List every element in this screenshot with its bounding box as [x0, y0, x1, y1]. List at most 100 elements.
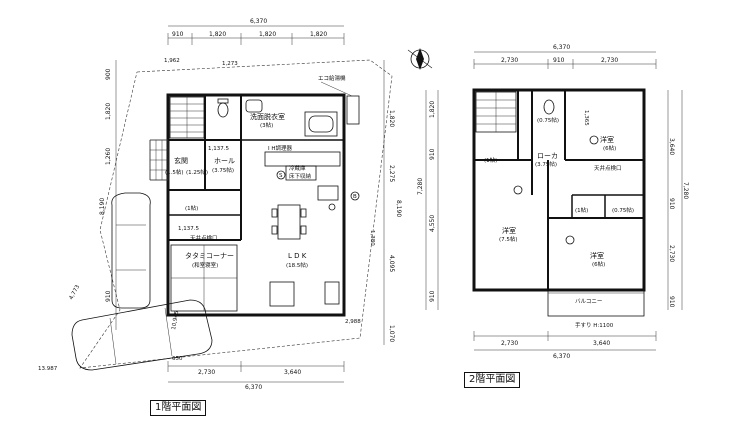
f2-dim-left-5: 910 [429, 290, 436, 302]
f1-dim-right-5: 1,070 [388, 325, 395, 342]
f1-misc-dim-5: 10,945 [171, 310, 180, 330]
f2-dim-right-3: 910 [668, 198, 675, 210]
f2-dim-right-4: 2,730 [668, 245, 675, 262]
loca-label: ローカ [537, 152, 558, 160]
hall-size: (3.75帖) [212, 166, 234, 174]
sofa-icon [324, 281, 340, 305]
entrance-label: 玄関 [174, 156, 188, 165]
f2-dim-left-4: 4,550 [429, 215, 436, 232]
f2-stairs [475, 91, 517, 133]
kitchen-sink-icon [317, 185, 339, 201]
f1-misc-dim-1: 1,273 [222, 61, 238, 67]
f1-dim-right-2: 2,275 [388, 165, 395, 182]
f1-misc-dim-10: 1,380 [369, 230, 375, 246]
f1-misc-dim-11: 1,962 [164, 58, 180, 64]
floor1-plan: 6,370 910 1,820 1,820 1,820 1,273 1,380 [38, 18, 402, 391]
f1-marker-b: B [353, 194, 357, 200]
f1-dim-left-3: 1,260 [105, 148, 112, 165]
f1-dim-bottom-1: 2,730 [198, 369, 215, 376]
f2-toilet-size: (0.75帖) [537, 116, 559, 124]
western1-size: (6帖) [603, 144, 616, 152]
washroom-size: (3帖) [260, 121, 273, 129]
f1-misc-dim-7: 4,773 [68, 284, 81, 301]
f1-dim-left-5: 910 [105, 290, 112, 302]
ih-label: I H調理器 [268, 144, 293, 152]
f2-dim-bottom-1: 2,730 [501, 340, 518, 347]
f1-dim-bottom-total: 6,370 [245, 384, 262, 391]
western3-size: (6帖) [592, 260, 605, 268]
hall-label: ホール [214, 157, 235, 165]
f1-dim-left-4: 8,190 [99, 198, 106, 215]
north-arrow-icon [407, 48, 433, 70]
car-top-vertical [111, 192, 151, 309]
f1-dim-right-4: 4,095 [388, 255, 395, 272]
porch-tiles [149, 139, 169, 181]
loca-size: (3.75帖) [535, 160, 557, 168]
underfloor-storage-label: 床下収納 [289, 172, 312, 180]
balcony [547, 289, 645, 317]
f2-storage-size: (1帖) [484, 156, 497, 164]
f1-dim-left-1: 900 [105, 68, 112, 80]
f1-dim-bottom-2: 3,640 [284, 369, 301, 376]
f1-dim-top-3: 1,820 [259, 31, 276, 38]
fridge-label: 冷蔵庫 [289, 164, 306, 172]
f2-toilet-icon [543, 99, 555, 115]
tatami-size: (和室寝室) [192, 261, 218, 269]
tatami-label: タタミコーナー [185, 251, 234, 260]
water-heater-unit-icon [346, 95, 360, 125]
tv-board-icon [269, 281, 295, 307]
f1-dim-top-4: 1,820 [310, 31, 327, 38]
f2-dim-bottom-total: 6,370 [553, 353, 570, 360]
f1-dim-left-2: 1,820 [105, 103, 112, 120]
dining-table-icon [277, 204, 301, 240]
f1-misc-dim-2: 1,137.5 [208, 146, 229, 152]
ldk-size: (18.5帖) [286, 261, 308, 269]
wic-size: (0.75帖) [612, 206, 634, 214]
f1-dim-top-2: 1,820 [209, 31, 226, 38]
f1-storage-size: (1帖) [185, 204, 198, 212]
entrance-size: (1.5帖) [165, 168, 184, 176]
f2-dim-top-total: 6,370 [553, 44, 570, 51]
f1-ceiling-inspect: 天井点検口 [190, 234, 218, 242]
f1-misc-dim-9: 13.987 [38, 366, 58, 372]
f1-toilet-icon [217, 102, 229, 118]
floor2-title: 2階平面図 [464, 372, 521, 388]
f2-dim-top-2: 910 [553, 57, 565, 64]
f2-storage2-size: (1帖) [575, 206, 588, 214]
entrance-hall-size: (1.25帖) [186, 168, 208, 176]
f2-dim-top-3: 2,730 [601, 57, 618, 64]
f1-misc-dim-6: 650 [172, 356, 183, 362]
western2-size: (7.5帖) [499, 235, 518, 243]
f2-dim-right-5: 910 [668, 296, 675, 308]
f2-dim-right-2: 7,280 [682, 182, 689, 199]
tatami-mats [170, 244, 238, 312]
f2-dim-left-3: 7,280 [417, 178, 424, 195]
f1-dim-right-1: 1,820 [388, 110, 395, 127]
f1-dim-top-1: 910 [172, 31, 184, 38]
western3-label: 洋室 [590, 251, 604, 260]
car-top-diagonal [71, 299, 213, 371]
washroom-label: 洗面脱衣室 [250, 112, 285, 121]
bathtub-icon [304, 111, 338, 137]
handrail-label: 手すり H:1100 [575, 321, 614, 329]
floor2-plan: 6,370 2,730 910 2,730 (0 [417, 44, 689, 360]
balcony-label: バルコニー [575, 298, 602, 305]
f2-dim-bottom-2: 3,640 [593, 340, 610, 347]
f2-dim-top-1: 2,730 [501, 57, 518, 64]
western2-label: 洋室 [502, 226, 516, 235]
f2-ceiling-inspect: 天井点検口 [594, 164, 622, 172]
f2-dim-right-1: 3,640 [668, 138, 675, 155]
f1-misc-dim-8: 2,988 [345, 319, 361, 325]
f1-marker-s: S [279, 173, 283, 179]
ecokyuto-label: エコ給湯機 [318, 74, 346, 82]
f1-dim-top-total: 6,370 [250, 18, 267, 25]
wash-basin-icon [245, 99, 263, 113]
f1-stairs [169, 96, 205, 139]
f1-dim-right-3: 8,190 [395, 200, 402, 217]
f2-dim-left-1: 1,820 [429, 101, 436, 118]
western1-label: 洋室 [600, 135, 614, 144]
f2-dim-left-2: 910 [429, 148, 436, 160]
floor1-title: 1階平面図 [150, 400, 207, 416]
f1-misc-dim-3: 1,137.5 [178, 226, 199, 232]
